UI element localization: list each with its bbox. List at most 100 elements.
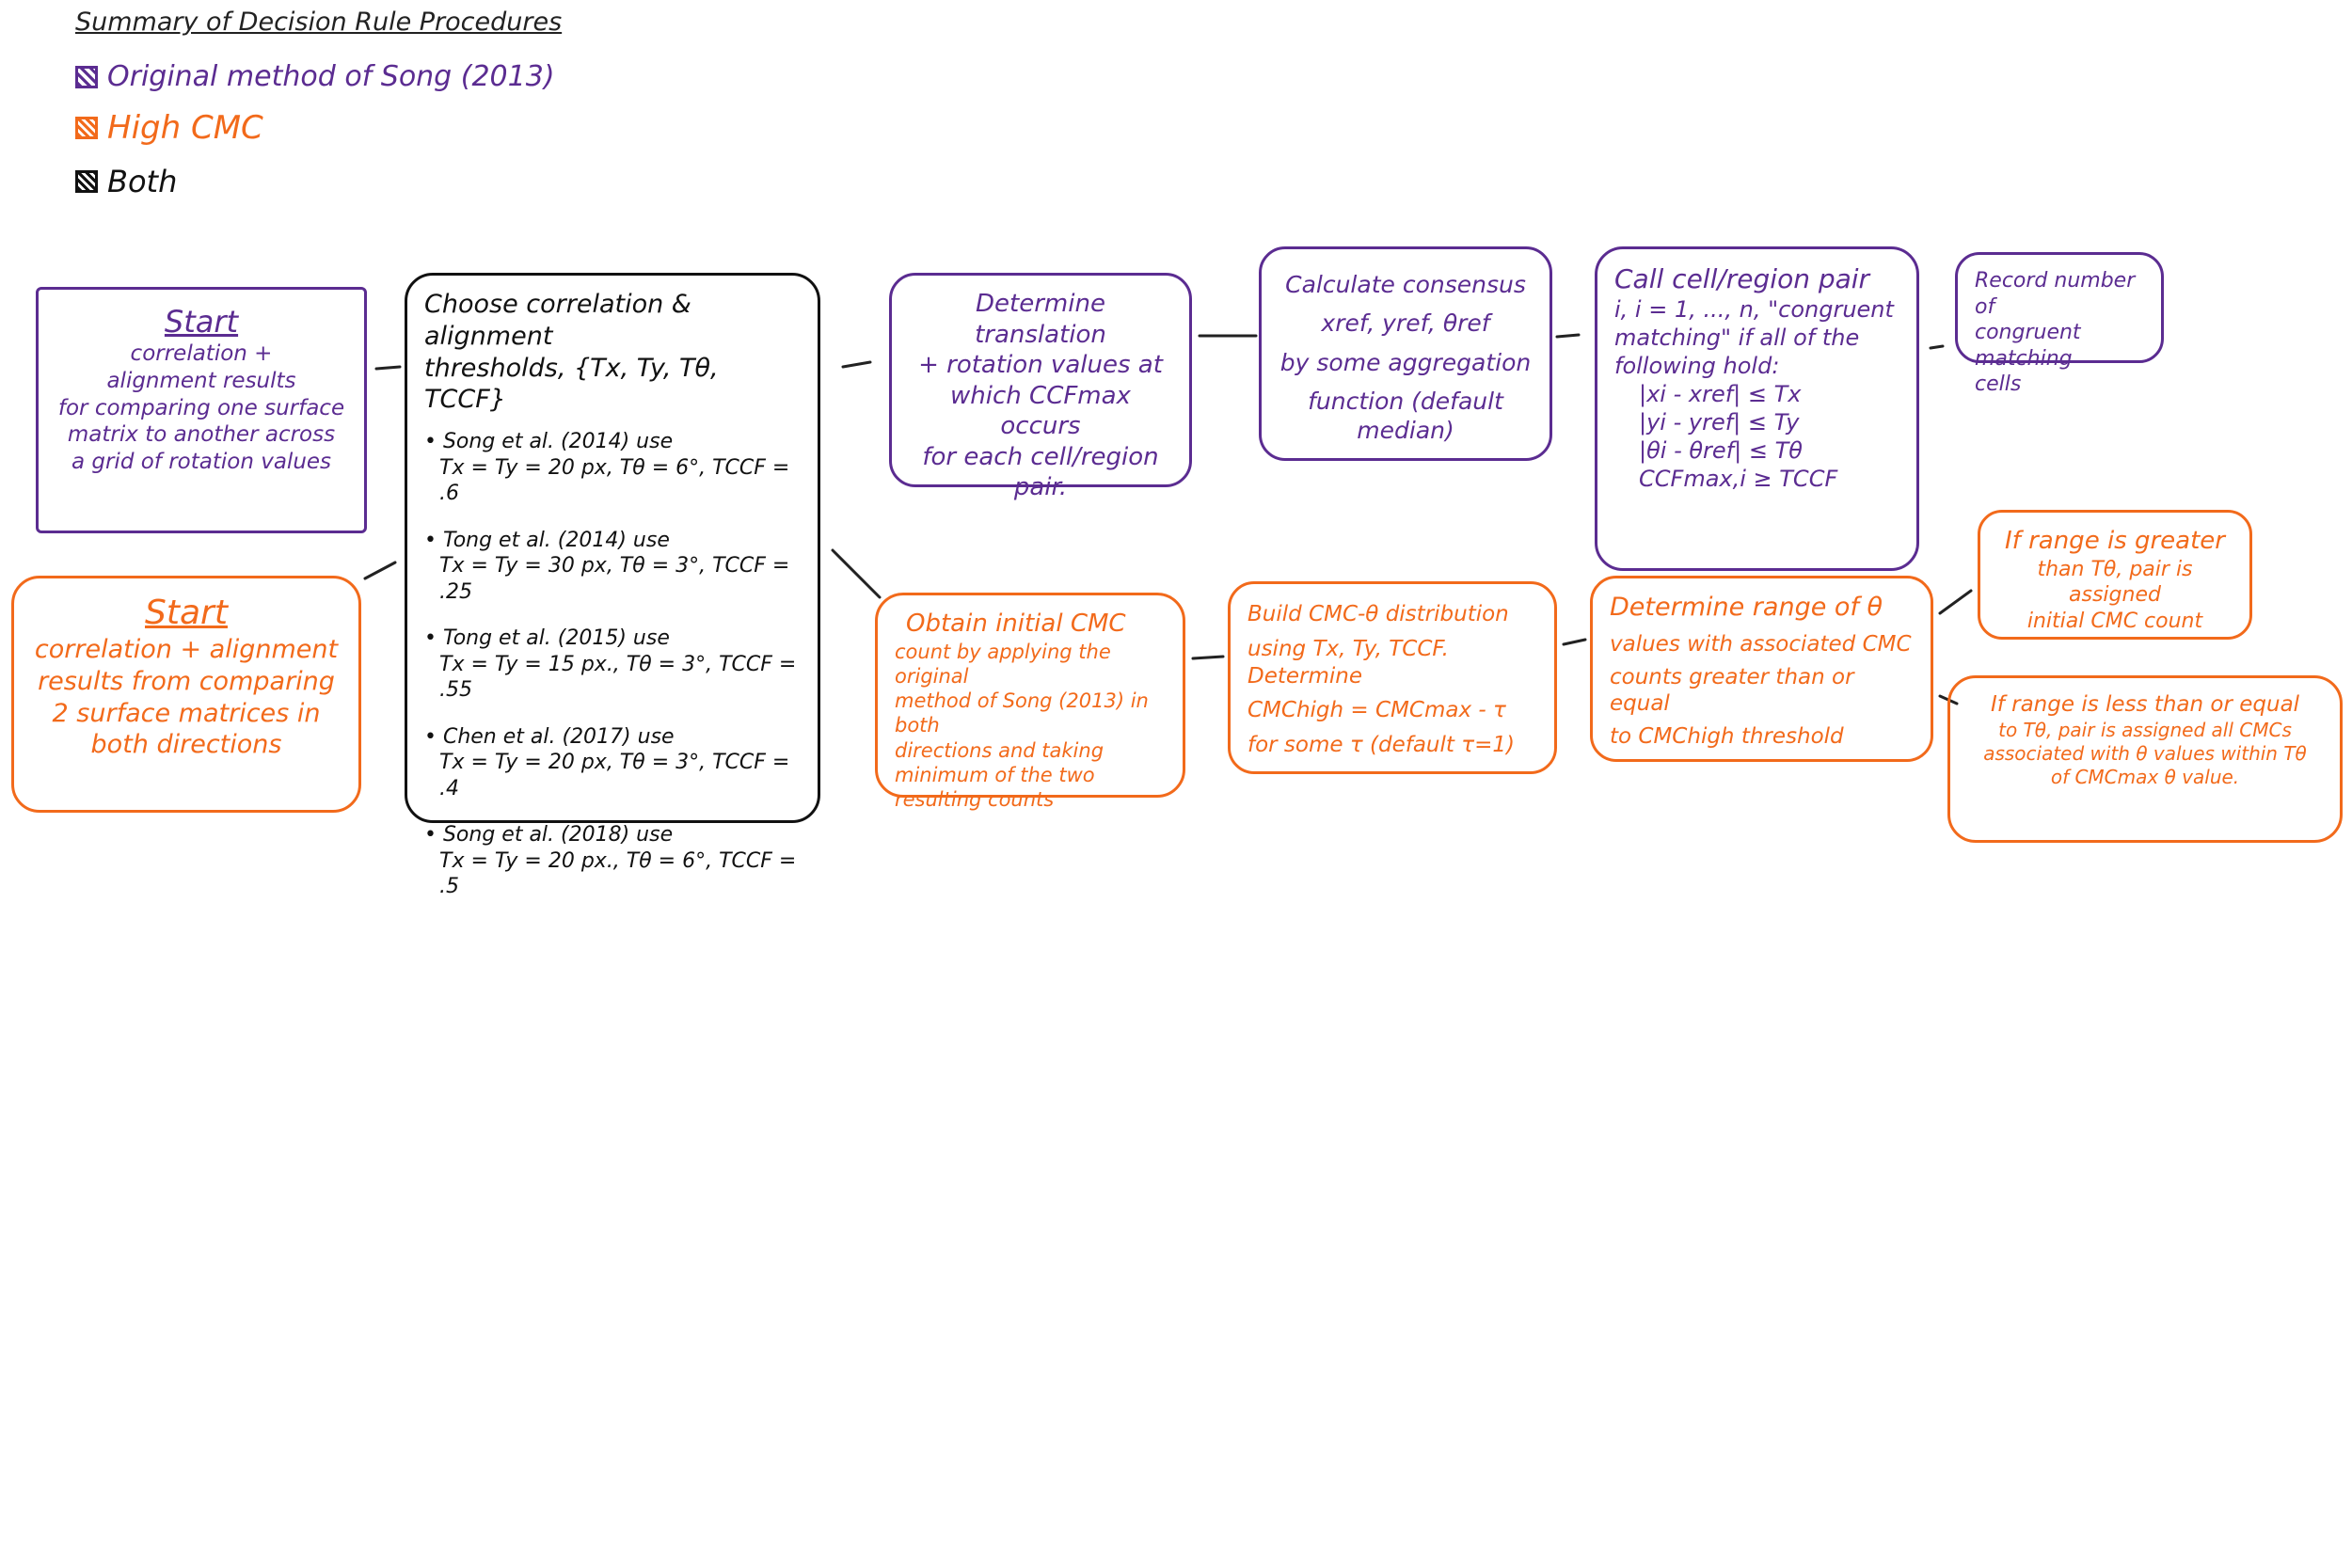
connector-congruent-to-record — [1929, 344, 1945, 350]
connector-orange-start-to-thresholds — [363, 561, 397, 580]
box-line: directions and taking — [895, 738, 1104, 762]
threshold-ref: • Chen et al. (2017) use — [424, 724, 675, 749]
box-line: congruent matching — [1975, 321, 2081, 371]
box-line: correlation + alignment — [34, 635, 339, 664]
box-line: to CMChigh threshold — [1610, 724, 1844, 749]
box-line: following hold: — [1614, 353, 1780, 379]
legend-swatch-purple — [75, 65, 98, 88]
box-line: + rotation values at — [918, 351, 1163, 379]
box-line: pair. — [1013, 473, 1068, 501]
box-line: method of Song (2013) in both — [895, 689, 1149, 737]
box-line: for comparing one surface — [57, 395, 345, 420]
legend-title: Summary of Decision Rule Procedures — [75, 8, 563, 37]
box-line: matching" if all of the — [1614, 325, 1860, 351]
range-greater-box: If range is greater than Tθ, pair is ass… — [1978, 510, 2252, 640]
connector-range-to-greater — [1938, 589, 1973, 615]
start-heading: Start — [145, 594, 228, 632]
box-line: values with associated CMC — [1610, 631, 1912, 657]
start-heading: Start — [164, 304, 239, 340]
thresholds-title: Choose correlation & alignment — [424, 290, 691, 351]
box-line: Determine range of θ — [1610, 593, 1883, 622]
start-box-original: Start correlation + alignment results fo… — [36, 287, 367, 533]
threshold-values: Tx = Ty = 30 px, Tθ = 3°, TCCF = .25 — [439, 554, 790, 604]
box-line: counts greater than or equal — [1610, 664, 1854, 717]
connector-consensus-to-congruent — [1555, 333, 1581, 339]
box-line: CMChigh = CMCmax - τ — [1248, 698, 1506, 723]
box-line: xref, yref, θref — [1321, 309, 1490, 338]
box-line: minimum of the two — [895, 763, 1095, 786]
determine-translation-box: Determine translation + rotation values … — [889, 273, 1192, 501]
box-line: to Tθ, pair is assigned all CMCs — [1998, 718, 2292, 741]
box-line: both directions — [90, 730, 282, 760]
threshold-ref: • Song et al. (2014) use — [424, 430, 674, 453]
threshold-ref: • Song et al. (2018) use — [424, 823, 674, 847]
box-line: for each cell/region — [922, 442, 1159, 471]
box-line: Obtain initial CMC — [906, 610, 1126, 638]
box-line: function (default median) — [1308, 387, 1503, 444]
threshold-item: • Tong et al. (2014) use Tx = Ty = 30 px… — [424, 528, 801, 606]
box-line: Call cell/region pair — [1614, 263, 1870, 294]
box-line: 2 surface matrices in — [52, 698, 321, 728]
determine-range-box: Determine range of θ values with associa… — [1590, 576, 1933, 762]
legend: Summary of Decision Rule Procedures Orig… — [75, 8, 564, 199]
condition-theta: |θi - θref| ≤ Tθ — [1639, 437, 1803, 464]
box-line: for some τ (default τ=1) — [1248, 733, 1515, 757]
box-line: which CCFmax occurs — [950, 381, 1131, 441]
record-box: Record number of congruent matching cell… — [1955, 252, 2164, 396]
initial-cmc-box: Obtain initial CMC count by applying the… — [875, 593, 1185, 811]
legend-item-high-cmc: High CMC — [75, 109, 263, 147]
threshold-item: • Song et al. (2014) use Tx = Ty = 20 px… — [424, 429, 801, 507]
legend-item-both: Both — [75, 164, 177, 199]
box-line: a grid of rotation values — [71, 450, 332, 474]
box-line: i, i = 1, ..., n, "congruent — [1614, 296, 1894, 323]
threshold-ref: • Tong et al. (2015) use — [424, 626, 670, 650]
threshold-item: • Tong et al. (2015) use Tx = Ty = 15 px… — [424, 626, 801, 704]
box-line: Determine translation — [975, 290, 1106, 349]
box-line: results from comparing — [38, 666, 335, 696]
box-line: using Tx, Ty, TCCF. Determine — [1248, 636, 1449, 689]
threshold-values: Tx = Ty = 20 px, Tθ = 6°, TCCF = .6 — [439, 455, 790, 506]
threshold-item: • Chen et al. (2017) use Tx = Ty = 20 px… — [424, 724, 801, 802]
box-line: Record number of — [1975, 269, 2136, 319]
range-less-box: If range is less than or equal to Tθ, pa… — [1947, 675, 2343, 843]
build-distribution-box: Build CMC-θ distribution using Tx, Ty, T… — [1228, 581, 1557, 774]
box-line: Build CMC-θ distribution — [1248, 602, 1509, 626]
connector-thresholds-to-translation — [841, 360, 872, 369]
legend-swatch-black — [75, 170, 98, 193]
threshold-ref: • Tong et al. (2014) use — [424, 528, 670, 552]
legend-swatch-orange — [75, 117, 98, 139]
box-line: correlation + — [130, 341, 273, 366]
threshold-values: Tx = Ty = 20 px, Tθ = 3°, TCCF = .4 — [439, 751, 790, 800]
consensus-box: Calculate consensus xref, yref, θref by … — [1259, 246, 1552, 461]
legend-item-original: Original method of Song (2013) — [75, 60, 555, 93]
box-line: by some aggregation — [1279, 348, 1532, 376]
box-line: If range is greater — [2005, 527, 2225, 555]
connector-start-to-thresholds — [374, 365, 402, 371]
connector-thresholds-to-initial — [831, 548, 882, 599]
legend-label-original: Original method of Song (2013) — [107, 60, 555, 93]
threshold-item: • Song et al. (2018) use Tx = Ty = 20 px… — [424, 822, 801, 900]
box-line: alignment results — [106, 368, 296, 393]
connector-build-to-range — [1562, 638, 1587, 646]
box-line: Calculate consensus — [1285, 271, 1526, 298]
condition-x: |xi - xref| ≤ Tx — [1639, 381, 1802, 407]
box-line: of CMCmax θ value. — [2050, 765, 2240, 788]
thresholds-title: thresholds, {Tx, Ty, Tθ, TCCF} — [424, 353, 719, 415]
start-box-high-cmc: Start correlation + alignment results fr… — [11, 576, 361, 813]
box-line: matrix to another across — [67, 422, 336, 448]
box-line: resulting counts — [895, 788, 1055, 811]
congruent-matching-box: Call cell/region pair i, i = 1, ..., n, … — [1595, 246, 1919, 571]
box-line: initial CMC count — [2026, 609, 2203, 633]
box-line: than Tθ, pair is assigned — [2037, 557, 2193, 608]
box-line: If range is less than or equal — [1990, 692, 2300, 717]
connector-initial-to-build — [1191, 655, 1225, 660]
condition-y: |yi - yref| ≤ Ty — [1639, 409, 1800, 436]
box-line: cells — [1975, 372, 2022, 396]
threshold-values: Tx = Ty = 15 px., Tθ = 3°, TCCF = .55 — [439, 652, 797, 703]
box-line: associated with θ values within Tθ — [1983, 741, 2307, 765]
legend-label-both: Both — [107, 164, 178, 199]
legend-label-high-cmc: High CMC — [107, 109, 263, 147]
box-line: count by applying the original — [895, 640, 1111, 688]
thresholds-box: Choose correlation & alignment threshold… — [405, 273, 820, 898]
